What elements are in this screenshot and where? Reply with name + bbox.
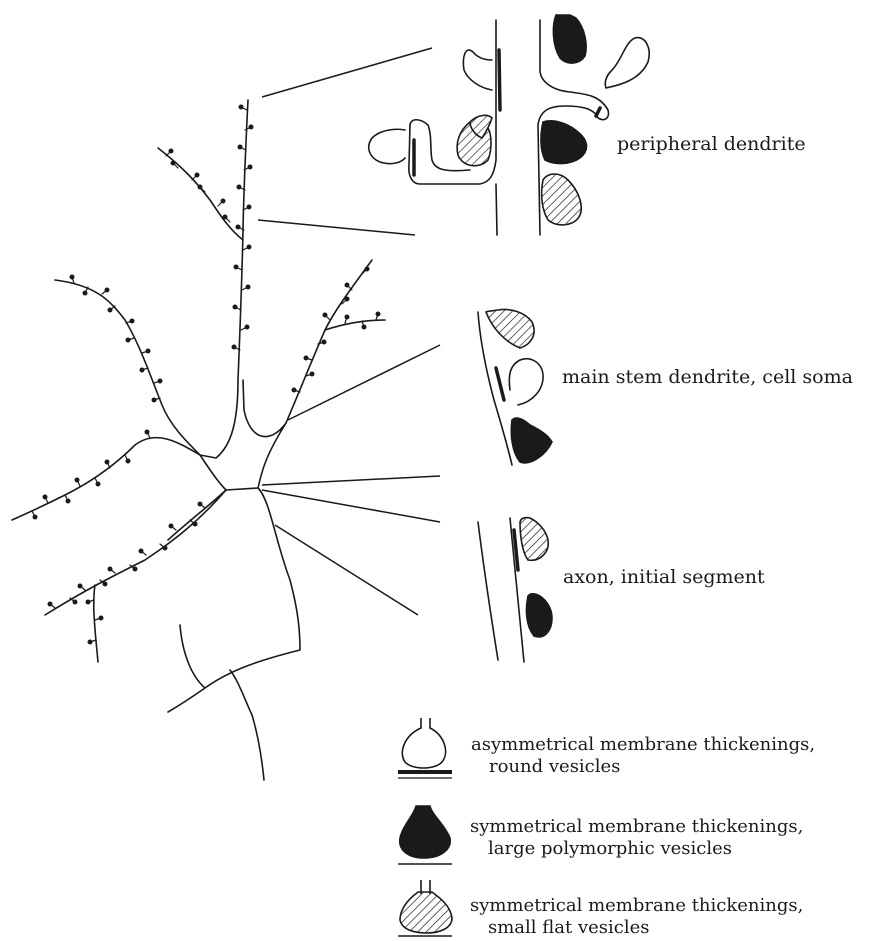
axon-inset — [478, 518, 552, 662]
legend-line: symmetrical membrane thickenings, — [470, 895, 803, 916]
legend-line: large polymorphic vesicles — [470, 838, 803, 860]
pointer-lines — [258, 48, 440, 615]
cell-soma — [200, 380, 286, 490]
hatched-bouton — [520, 518, 548, 561]
hatched-bouton — [457, 115, 492, 165]
shaft-left-lower — [496, 184, 497, 235]
legend-line: asymmetrical membrane thickenings, — [471, 734, 815, 755]
dendrite-right — [286, 260, 372, 423]
legend-symbols — [398, 718, 452, 936]
open-bouton — [369, 129, 405, 163]
open-bouton — [605, 38, 649, 88]
peripheral-dendrite-inset — [369, 15, 649, 235]
pointer-axon-bottom — [275, 525, 418, 615]
axon-wall-left — [478, 522, 498, 660]
thickening — [596, 108, 600, 116]
dendrite-left-middle — [12, 438, 200, 520]
legend-item-asymmetrical: asymmetrical membrane thickenings, round… — [471, 734, 815, 778]
label-peripheral-dendrite: peripheral dendrite — [617, 133, 806, 155]
label-main-stem-dendrite: main stem dendrite, cell soma — [562, 366, 853, 388]
filled-bouton — [541, 121, 587, 164]
open-bouton — [463, 50, 492, 90]
thickening — [496, 368, 504, 400]
dendritic-spines — [32, 107, 378, 642]
dendrite-right-branch — [325, 320, 385, 330]
hatched-bouton — [486, 310, 534, 349]
legend-line: small flat vesicles — [470, 917, 803, 939]
pointer-main-stem — [288, 345, 440, 420]
legend-filled-bouton-icon — [398, 806, 452, 864]
dendrite-lower-branch — [94, 585, 98, 662]
hatched-bouton — [542, 174, 582, 225]
pointer-soma — [262, 476, 440, 485]
legend-line: symmetrical membrane thickenings, — [470, 816, 803, 837]
dendrite-left — [55, 280, 200, 455]
filled-bouton — [526, 594, 552, 637]
label-axon-initial-segment: axon, initial segment — [563, 566, 765, 588]
axon — [168, 488, 300, 780]
legend-hatched-bouton-icon — [398, 880, 452, 936]
spine-heads — [33, 105, 381, 645]
pointer-peripheral-bottom — [258, 220, 415, 235]
open-bouton — [509, 359, 543, 405]
legend-line: round vesicles — [471, 756, 815, 778]
filled-bouton — [511, 418, 552, 463]
main-stem-inset — [478, 310, 552, 466]
thickening — [499, 50, 500, 110]
pointer-axon-top — [262, 490, 440, 522]
neuron — [12, 100, 385, 780]
filled-bouton — [553, 15, 586, 63]
legend-item-small-flat: symmetrical membrane thickenings, small … — [470, 895, 803, 939]
legend-item-large-polymorphic: symmetrical membrane thickenings, large … — [470, 816, 803, 860]
legend-open-bouton-icon — [398, 718, 452, 778]
dendrite-upper-left — [158, 148, 243, 240]
dendrite-lower-left — [45, 490, 226, 615]
pointer-peripheral-top — [262, 48, 432, 97]
